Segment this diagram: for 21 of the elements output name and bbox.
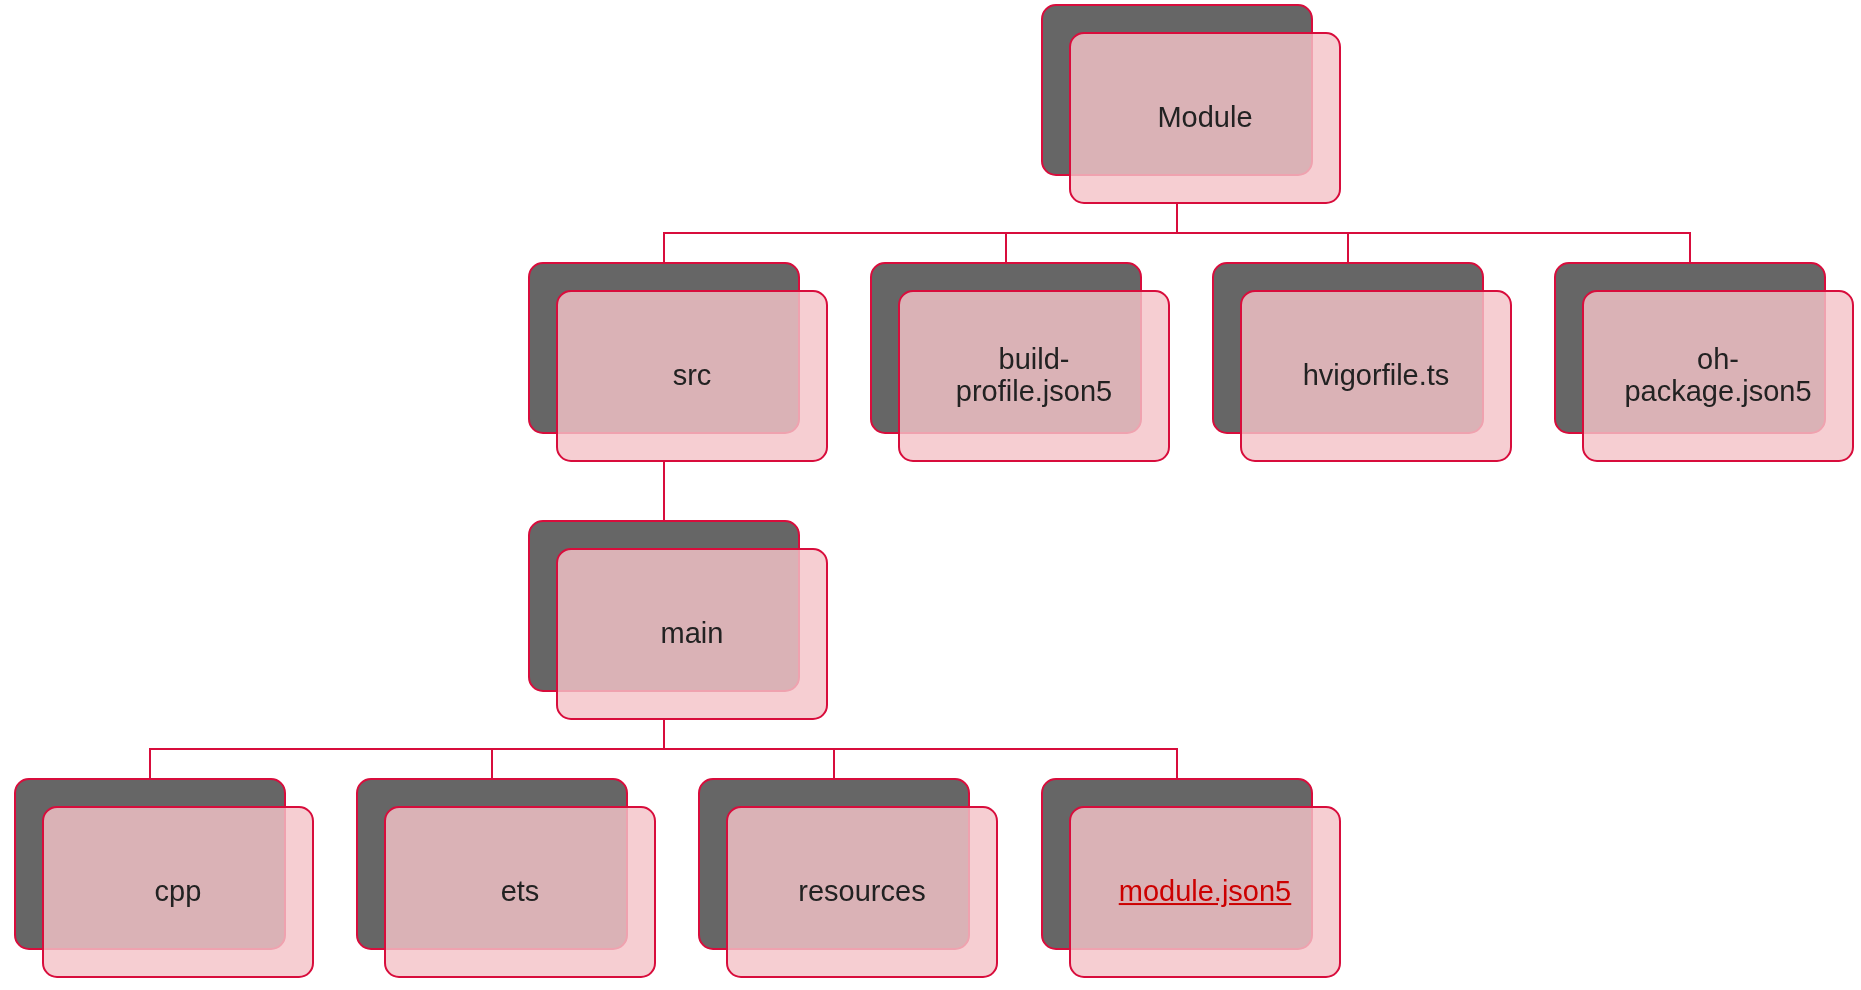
stacked-card: [528, 262, 828, 462]
node-label: ets: [499, 876, 541, 908]
stacked-card: [1041, 4, 1341, 204]
stacked-card: [356, 778, 656, 978]
connector-line: [663, 461, 665, 521]
node-label: build-profile.json5: [954, 344, 1114, 408]
stacked-card: [870, 262, 1170, 462]
node-label: src: [671, 360, 713, 392]
node-label: cpp: [153, 876, 203, 908]
stacked-card: [1212, 262, 1512, 462]
stacked-card: [1554, 262, 1854, 462]
stacked-card: [698, 778, 998, 978]
file-link: module.json5: [1117, 876, 1293, 908]
node-label: main: [659, 618, 725, 650]
node-label: resources: [797, 876, 927, 908]
stacked-card: [1041, 778, 1341, 978]
node-label: Module: [1156, 102, 1254, 134]
node-label: hvigorfile.ts: [1301, 360, 1451, 392]
node-label: oh-package.json5: [1623, 344, 1813, 408]
stacked-card: [14, 778, 314, 978]
stacked-card: [528, 520, 828, 720]
